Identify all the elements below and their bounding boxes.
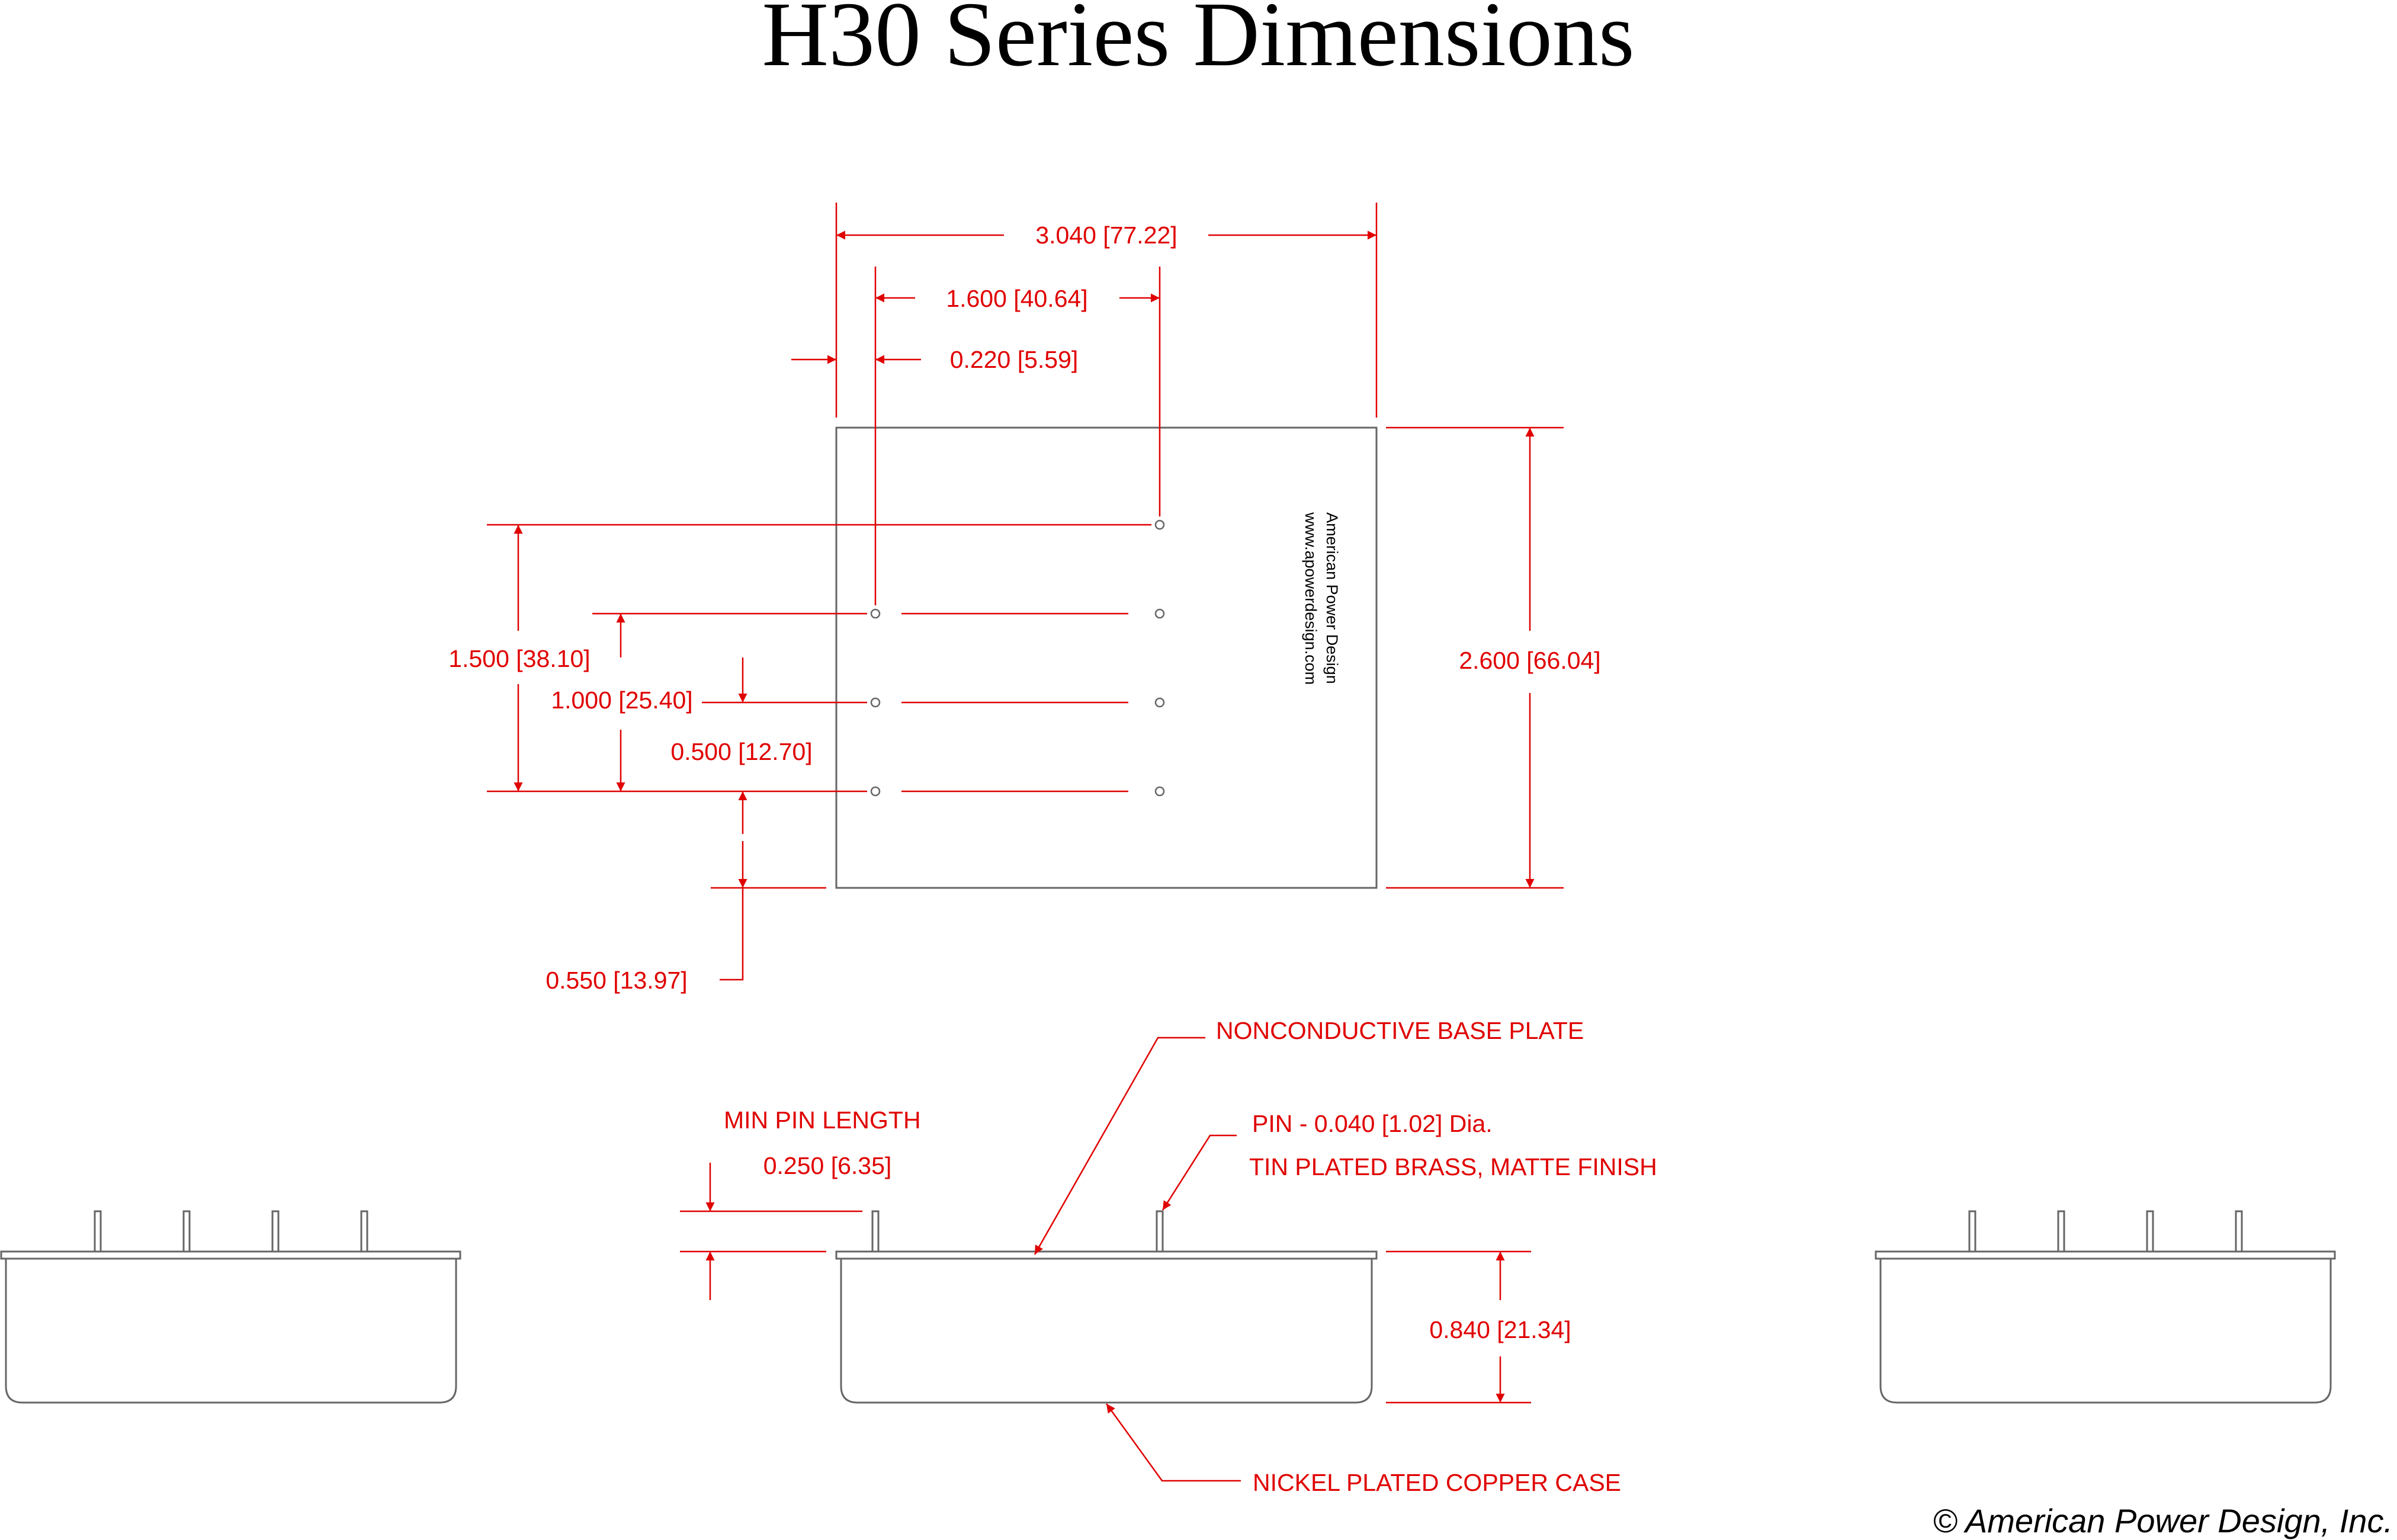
copper-case [840, 1259, 1373, 1404]
dim-label-pin-row-spacing: 1.600 [40.64] [946, 285, 1087, 312]
dim-label-pin-span-150: 1.500 [38.10] [448, 645, 590, 672]
dim-case-height: 0.840 [21.34] [1386, 1250, 1571, 1404]
marking-company: American Power Design [1323, 512, 1341, 684]
dim-label-pin-edge-offset: 0.220 [5.59] [950, 346, 1079, 373]
dim-pin-span-100: 1.000 [25.40] [551, 614, 693, 791]
dim-overall-width: 3.040 [77.22] [836, 222, 1376, 249]
callout-label-min-pin-length: MIN PIN LENGTH [724, 1106, 921, 1134]
callout-label-base-plate: NONCONDUCTIVE BASE PLATE [1216, 1017, 1584, 1044]
callout-label-pin-spec-2: TIN PLATED BRASS, MATTE FINISH [1249, 1153, 1657, 1180]
top-view: American Power Design www.apowerdesign.c… [448, 203, 1601, 994]
dim-label-case-height: 0.840 [21.34] [1429, 1316, 1571, 1343]
side-view-right [1875, 1210, 2336, 1404]
pin [1154, 697, 1165, 708]
pin [1154, 608, 1165, 619]
module-marking: American Power Design www.apowerdesign.c… [1302, 512, 1341, 685]
side-view-center: 0.250 [6.35] 0.840 [21.34] [680, 1152, 1571, 1404]
pin [1154, 786, 1165, 797]
dim-label-pin-span-100: 1.000 [25.40] [551, 686, 692, 714]
page-title: H30 Series Dimensions [762, 0, 1634, 85]
callout-base-plate: NONCONDUCTIVE BASE PLATE [1034, 1017, 1584, 1255]
vertical-extension-lines [835, 203, 1564, 889]
dim-label-overall-width: 3.040 [77.22] [1035, 222, 1177, 249]
callout-label-case: NICKEL PLATED COPPER CASE [1253, 1469, 1621, 1496]
dim-label-pin-length: 0.250 [6.35] [763, 1152, 892, 1179]
dim-pin-length: 0.250 [6.35] [680, 1152, 891, 1300]
pin-extension-lines [487, 524, 1151, 889]
pin [870, 608, 881, 619]
callout-pin-spec: PIN - 0.040 [1.02] Dia. TIN PLATED BRASS… [1161, 1110, 1657, 1211]
dim-label-pin-bottom-offset: 0.550 [13.97] [545, 967, 687, 994]
pin [870, 786, 881, 797]
module-outline-top [835, 426, 1378, 889]
base-plate [835, 1250, 1378, 1260]
pin-layout [870, 519, 1165, 797]
callout-min-pin-length: MIN PIN LENGTH [724, 1106, 921, 1134]
pin [1154, 519, 1165, 530]
callout-case: NICKEL PLATED COPPER CASE [1105, 1403, 1621, 1496]
pin [870, 697, 881, 708]
dim-label-overall-height: 2.600 [66.04] [1459, 647, 1600, 674]
dim-label-pin-span-050: 0.500 [12.70] [670, 738, 812, 765]
side-view-left [0, 1210, 461, 1404]
copyright-notice: © American Power Design, Inc. [1933, 1502, 2393, 1539]
callout-label-pin-spec-1: PIN - 0.040 [1.02] Dia. [1252, 1110, 1493, 1137]
pin [1156, 1210, 1164, 1253]
pin [871, 1210, 880, 1253]
marking-website: www.apowerdesign.com [1302, 512, 1320, 685]
dim-pin-span-050: 0.500 [12.70] [670, 657, 813, 834]
dim-pin-span-150: 1.500 [38.10] [448, 525, 591, 791]
dim-pin-edge-offset: 0.220 [5.59] [791, 346, 1078, 373]
dim-overall-height: 2.600 [66.04] [1459, 428, 1601, 888]
dim-pin-bottom-offset: 0.550 [13.97] [545, 841, 747, 994]
dim-pin-row-spacing: 1.600 [40.64] [875, 285, 1160, 312]
